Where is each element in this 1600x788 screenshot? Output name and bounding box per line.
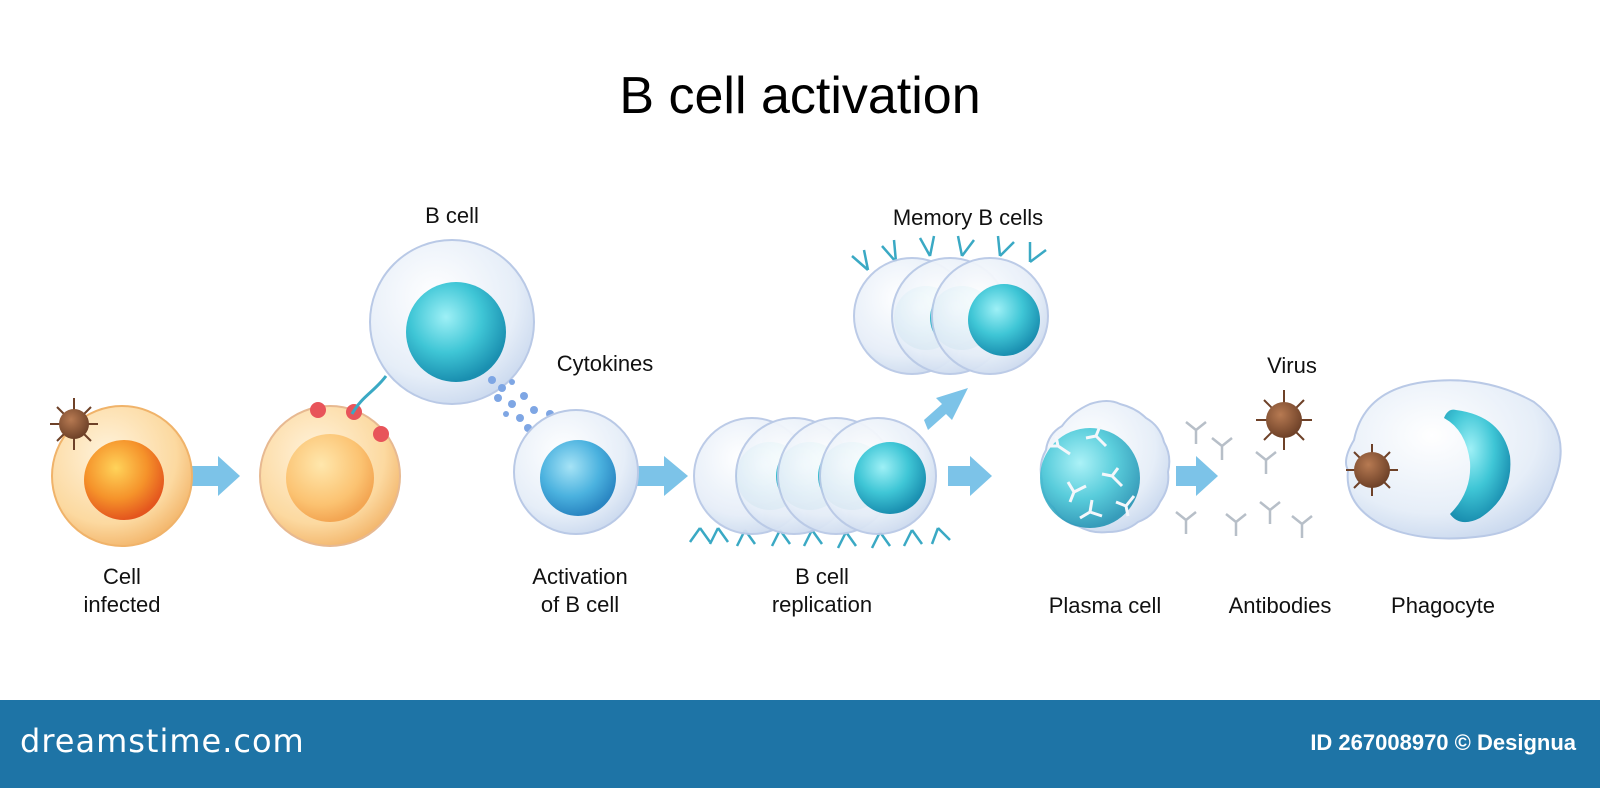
- memory-receptors: [851, 235, 1047, 271]
- label-b-cell: B cell: [425, 203, 479, 228]
- label-phagocyte: Phagocyte: [1391, 593, 1495, 618]
- replicating-receptors: [688, 527, 951, 549]
- bcr-link: [350, 375, 388, 415]
- antibodies-inside-plasma: [1048, 425, 1136, 520]
- arrow-infected-to-presenting: [192, 456, 240, 496]
- footer-bar: dreamstime.com ID 267008970 © Designua: [0, 700, 1600, 788]
- antigen-presenting-cell: [259, 402, 401, 547]
- plasma-cell: [1039, 400, 1171, 534]
- infected-cell: [51, 405, 193, 547]
- label-cell-infected-line2: infected: [83, 592, 161, 617]
- label-cell-infected-line1: Cell: [103, 564, 141, 589]
- diagram-title: B cell activation: [619, 67, 981, 125]
- memory-b-cells: [851, 235, 1049, 375]
- label-cell-infected: Cell infected: [72, 563, 172, 619]
- virus-on-infected-cell: [50, 398, 98, 450]
- arrow-replication-to-memory: [924, 388, 968, 430]
- label-virus: Virus: [1267, 353, 1317, 378]
- virus: [1256, 390, 1312, 450]
- label-activation-line1: Activation: [532, 564, 628, 589]
- activated-b-cell: [513, 409, 639, 535]
- label-memory-b-cells: Memory B cells: [892, 205, 1044, 230]
- arrow-replication-to-plasma: [948, 456, 992, 496]
- label-replication-line1: B cell: [795, 564, 849, 589]
- image-credit: ID 267008970 © Designua: [1310, 730, 1576, 755]
- diagram-art: [50, 235, 1562, 549]
- label-activation-line2: of B cell: [540, 592, 620, 617]
- label-replication-line2: replication: [771, 592, 873, 617]
- label-cytokines: Cytokines: [556, 351, 654, 376]
- virus-at-phagocyte: [1346, 444, 1398, 496]
- phagocyte: [1345, 379, 1562, 540]
- free-antibodies: [1175, 421, 1313, 538]
- label-antibodies: Antibodies: [1228, 593, 1332, 618]
- arrow-activation-to-replication: [636, 456, 688, 496]
- diagram-stage: B cell activation: [50, 67, 1562, 619]
- label-replication: B cell replication: [762, 563, 882, 619]
- label-activation: Activation of B cell: [520, 563, 640, 619]
- label-plasma-cell: Plasma cell: [1048, 593, 1162, 618]
- brand-logo[interactable]: dreamstime.com: [20, 722, 305, 760]
- b-cell: [369, 239, 535, 405]
- arrow-plasma-to-antibodies: [1176, 456, 1218, 496]
- replicating-b-cells: [688, 417, 951, 549]
